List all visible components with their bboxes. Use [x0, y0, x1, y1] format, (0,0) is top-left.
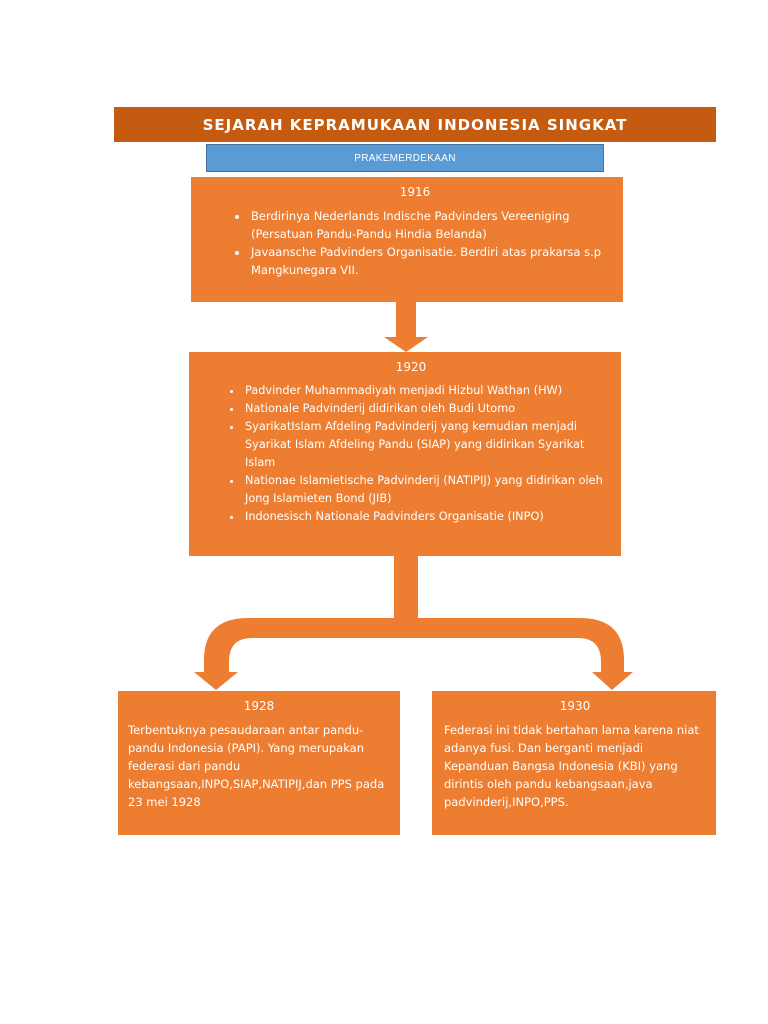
title-bar: SEJARAH KEPRAMUKAAN INDONESIA SINGKAT	[114, 107, 716, 142]
subtitle-bar: PRAKEMERDEKAAN	[206, 144, 604, 172]
box-1930: 1930 Federasi ini tidak bertahan lama ka…	[432, 691, 716, 835]
list-item: Javaansche Padvinders Organisatie. Berdi…	[249, 243, 611, 279]
list-item: SyarikatIslam Afdeling Padvinderij yang …	[243, 418, 609, 472]
year-label-1928: 1928	[243, 699, 275, 713]
arrow-branch	[194, 618, 633, 690]
list-item: Berdirinya Nederlands Indische Padvinder…	[249, 207, 611, 243]
list-item: Indonesisch Nationale Padvinders Organis…	[243, 508, 609, 526]
year-label-1920: 1920	[395, 360, 427, 374]
arrow-1916-to-1920	[384, 302, 428, 352]
box-1920: 1920 Padvinder Muhammadiyah menjadi Hizb…	[189, 352, 621, 556]
year-label-1916: 1916	[399, 185, 431, 199]
list-item: Nationale Padvinderij didirikan oleh Bud…	[243, 400, 609, 418]
list-item: Padvinder Muhammadiyah menjadi Hizbul Wa…	[243, 382, 609, 400]
year-label-1930: 1930	[559, 699, 591, 713]
list-1916: Berdirinya Nederlands Indische Padvinder…	[219, 207, 611, 279]
box-1916: 1916 Berdirinya Nederlands Indische Padv…	[191, 177, 623, 302]
box-1928: 1928 Terbentuknya pesaudaraan antar pand…	[118, 691, 400, 835]
page-title: SEJARAH KEPRAMUKAAN INDONESIA SINGKAT	[202, 115, 628, 134]
section-subtitle: PRAKEMERDEKAAN	[354, 152, 456, 164]
list-item: Nationae Islamietische Padvinderij (NATI…	[243, 472, 609, 508]
list-1920: Padvinder Muhammadiyah menjadi Hizbul Wa…	[213, 382, 609, 526]
paragraph-1930: Federasi ini tidak bertahan lama karena …	[444, 723, 699, 809]
paragraph-1928: Terbentuknya pesaudaraan antar pandu-pan…	[128, 723, 385, 809]
